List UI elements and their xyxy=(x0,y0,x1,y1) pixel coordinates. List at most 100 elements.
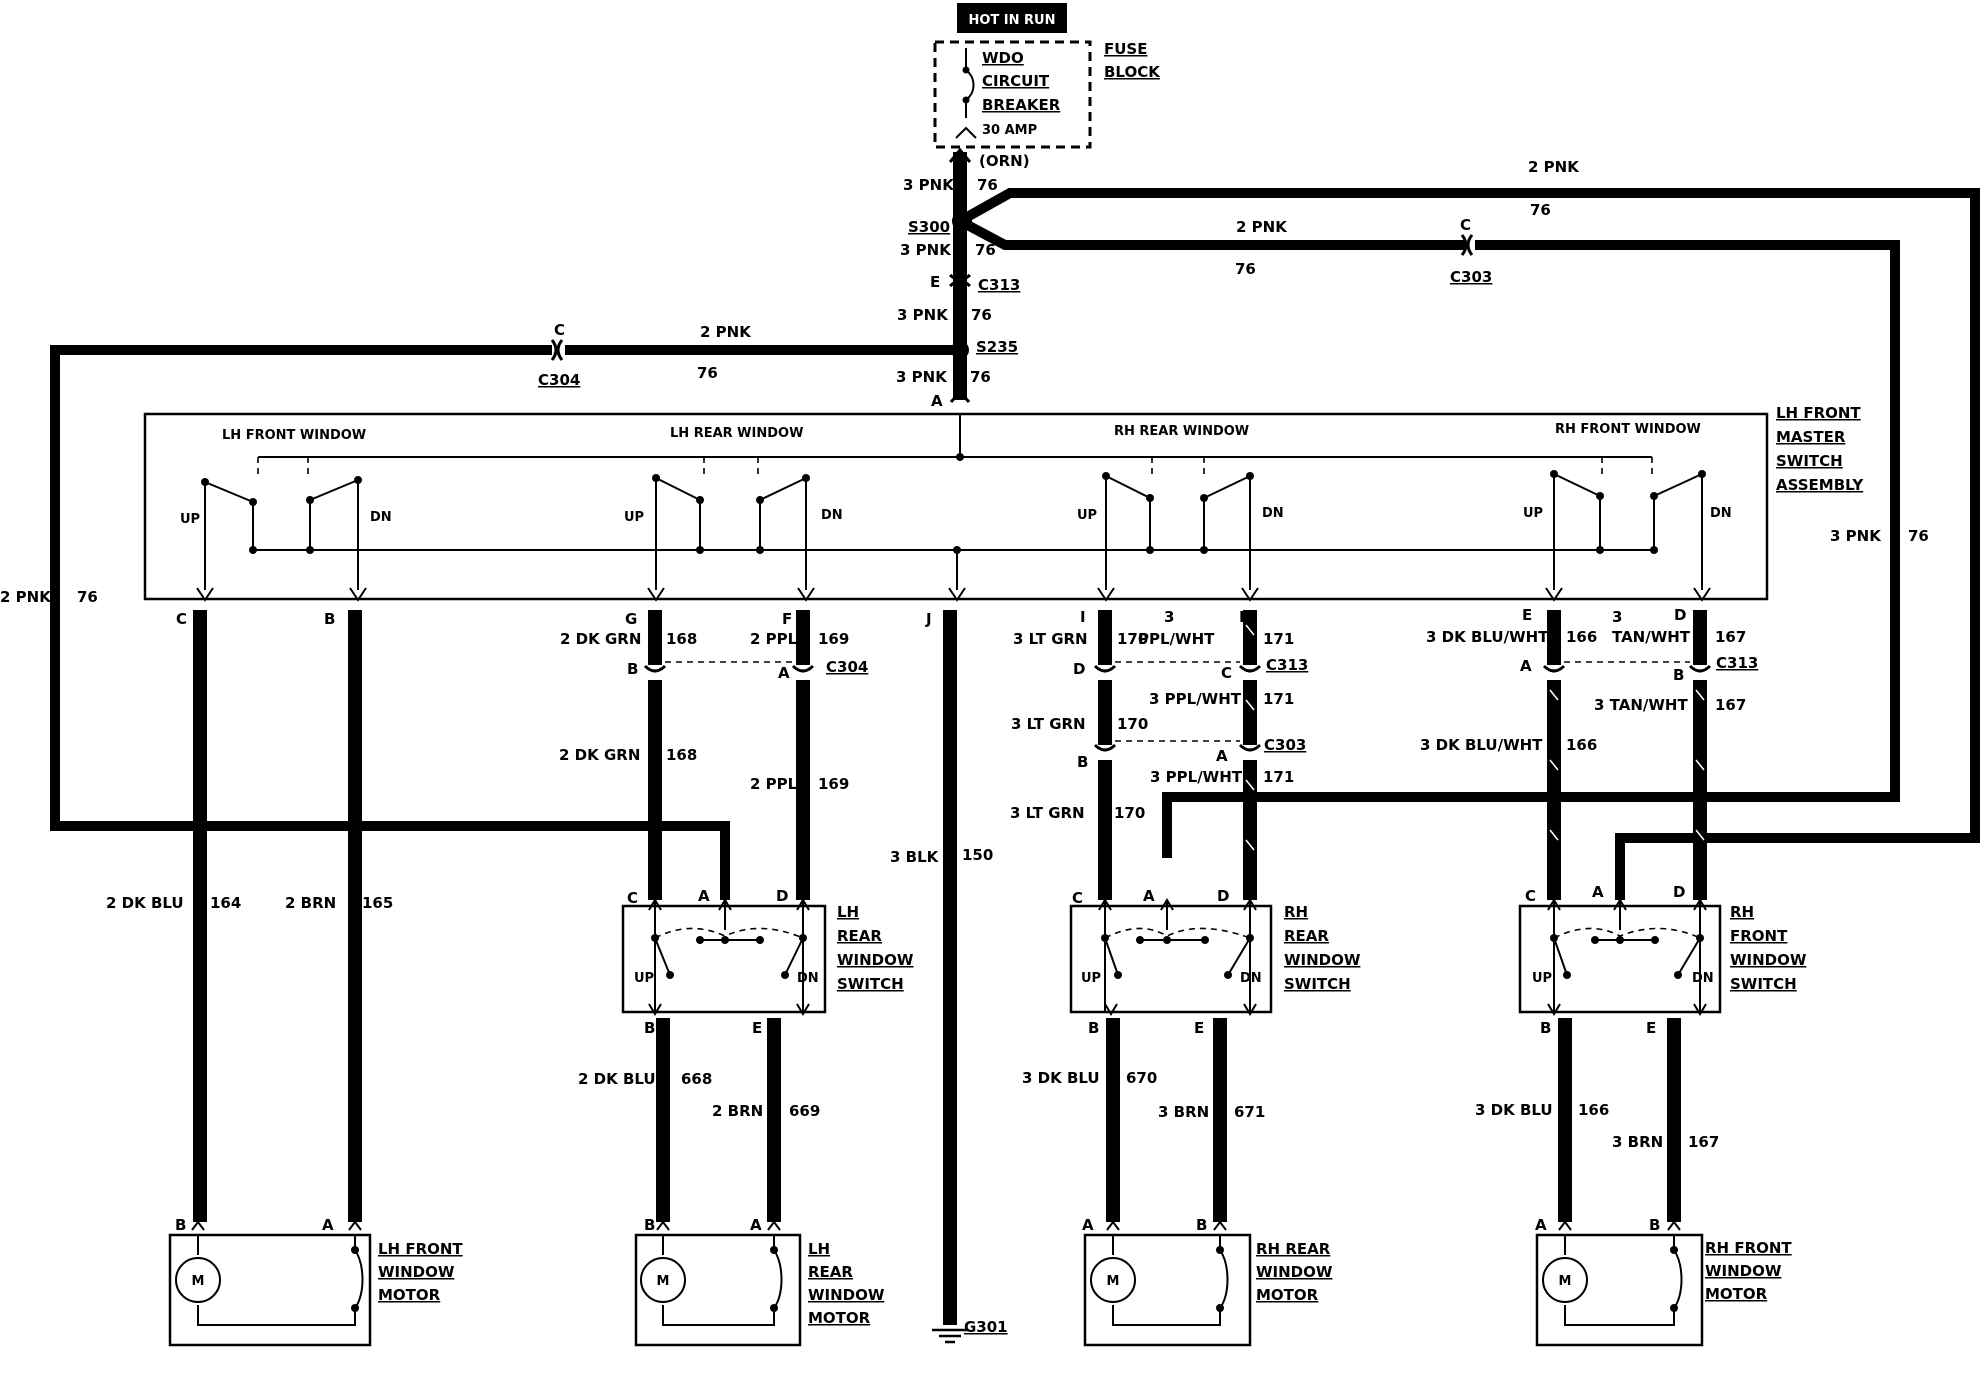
rh-front-window-motor: M A B RH FRONT WINDOW MOTOR xyxy=(1535,1216,1792,1347)
hot-in-run-tag xyxy=(957,3,1067,33)
svg-text:76: 76 xyxy=(1235,260,1256,278)
svg-text:2 PPL: 2 PPL xyxy=(750,630,798,648)
svg-text:2 PNK: 2 PNK xyxy=(0,588,52,606)
svg-text:B: B xyxy=(1673,666,1684,684)
svg-text:76: 76 xyxy=(1530,201,1551,219)
connector-c304-top xyxy=(550,339,564,361)
svg-text:169: 169 xyxy=(818,630,849,648)
svg-text:DN: DN xyxy=(1692,971,1714,986)
svg-text:2 PNK: 2 PNK xyxy=(700,323,752,341)
master-switch-rh-front: UP DN xyxy=(1523,457,1732,590)
svg-text:C: C xyxy=(627,889,638,907)
svg-text:S235: S235 xyxy=(976,338,1018,356)
svg-text:3 DK BLU: 3 DK BLU xyxy=(1475,1101,1553,1119)
lh-rear-window-motor: M B A LH REAR WINDOW MOTOR xyxy=(634,1216,885,1347)
svg-text:DN: DN xyxy=(1240,971,1262,986)
motor-wires: 2 DK BLU 668 2 BRN 669 3 DK BLU 670 3 BR… xyxy=(578,1018,1719,1222)
svg-text:168: 168 xyxy=(666,746,697,764)
breaker-label-2: CIRCUIT xyxy=(982,72,1050,90)
svg-text:A: A xyxy=(1520,657,1532,675)
svg-text:165: 165 xyxy=(362,894,393,912)
svg-text:A: A xyxy=(698,887,710,905)
svg-text:C313: C313 xyxy=(978,276,1020,294)
svg-text:3 LT GRN: 3 LT GRN xyxy=(1010,804,1085,822)
feed-labels: 3 PNK 76 2 PNK 76 S300 3 PNK 76 2 PNK 76… xyxy=(0,158,1929,606)
fuse-block-label-2: BLOCK xyxy=(1104,63,1161,81)
svg-text:ASSEMBLY: ASSEMBLY xyxy=(1776,476,1864,494)
svg-text:2 DK BLU: 2 DK BLU xyxy=(578,1070,656,1088)
svg-text:3 DK BLU: 3 DK BLU xyxy=(1022,1069,1100,1087)
svg-text:E: E xyxy=(930,273,940,291)
svg-text:E: E xyxy=(1646,1019,1656,1037)
svg-text:170: 170 xyxy=(1114,804,1145,822)
svg-text:B: B xyxy=(644,1216,655,1234)
svg-text:3 BRN: 3 BRN xyxy=(1158,1103,1209,1121)
svg-text:RH REAR: RH REAR xyxy=(1256,1240,1331,1258)
svg-text:166: 166 xyxy=(1566,628,1597,646)
svg-text:B: B xyxy=(627,660,638,678)
rh-rear-window-switch: UP DN C A D B E RH REAR WINDOW SWITCH xyxy=(1069,887,1361,1037)
master-pin-labels: C B G F J I H E D xyxy=(176,606,1686,628)
svg-text:B: B xyxy=(1196,1216,1207,1234)
svg-text:B: B xyxy=(1077,753,1088,771)
svg-text:REAR: REAR xyxy=(1284,927,1329,945)
connector-c304-lh-rear xyxy=(643,664,815,673)
svg-text:DN: DN xyxy=(370,510,392,525)
svg-text:170: 170 xyxy=(1117,630,1148,648)
svg-text:3 PPL/WHT: 3 PPL/WHT xyxy=(1149,690,1242,708)
svg-text:3 PNK: 3 PNK xyxy=(896,368,948,386)
svg-text:167: 167 xyxy=(1715,696,1746,714)
svg-text:B: B xyxy=(324,610,335,628)
svg-text:169: 169 xyxy=(818,775,849,793)
svg-text:C: C xyxy=(1221,664,1232,682)
output-wire-labels: 2 DK GRN 168 2 PPL 169 3 LT GRN 170 3 PP… xyxy=(106,608,1758,1336)
svg-text:D: D xyxy=(1673,883,1685,901)
svg-text:MOTOR: MOTOR xyxy=(1705,1285,1768,1303)
master-switch-lh-rear: UP DN xyxy=(624,457,843,590)
svg-text:DN: DN xyxy=(821,508,843,523)
svg-text:WINDOW: WINDOW xyxy=(837,951,914,969)
svg-text:3 PPL/WHT: 3 PPL/WHT xyxy=(1150,768,1243,786)
svg-text:MOTOR: MOTOR xyxy=(378,1286,441,1304)
svg-text:3 PNK: 3 PNK xyxy=(903,176,955,194)
svg-text:RH: RH xyxy=(1730,903,1754,921)
breaker-label-1: WDO xyxy=(982,49,1024,67)
svg-text:C303: C303 xyxy=(1450,268,1492,286)
breaker-label-3: BREAKER xyxy=(982,96,1061,114)
svg-text:3 TAN/WHT: 3 TAN/WHT xyxy=(1594,696,1688,714)
svg-text:UP: UP xyxy=(1081,971,1101,986)
svg-text:UP: UP xyxy=(180,512,200,527)
svg-text:M: M xyxy=(192,1274,205,1289)
svg-text:2 DK GRN: 2 DK GRN xyxy=(560,630,641,648)
svg-text:SWITCH: SWITCH xyxy=(1776,452,1843,470)
svg-text:164: 164 xyxy=(210,894,241,912)
svg-text:A: A xyxy=(1143,887,1155,905)
svg-text:76: 76 xyxy=(971,306,992,324)
svg-text:D: D xyxy=(1674,606,1686,624)
svg-text:2 PPL: 2 PPL xyxy=(750,775,798,793)
svg-text:76: 76 xyxy=(975,241,996,259)
orn-label: (ORN) xyxy=(979,152,1030,170)
svg-text:669: 669 xyxy=(789,1102,820,1120)
svg-text:A: A xyxy=(1592,883,1604,901)
svg-text:D: D xyxy=(1073,660,1085,678)
svg-text:SWITCH: SWITCH xyxy=(1284,975,1351,993)
svg-text:F: F xyxy=(782,610,792,628)
circuit-breaker-symbol xyxy=(965,48,975,118)
svg-text:C313: C313 xyxy=(1266,656,1308,674)
fuse-block-box xyxy=(933,40,1092,149)
svg-text:UP: UP xyxy=(1523,506,1543,521)
svg-text:166: 166 xyxy=(1578,1101,1609,1119)
svg-text:3 DK BLU/WHT: 3 DK BLU/WHT xyxy=(1420,736,1543,754)
rh-rear-window-motor: M A B RH REAR WINDOW MOTOR xyxy=(1082,1216,1333,1347)
svg-text:WINDOW: WINDOW xyxy=(378,1263,455,1281)
svg-text:2 DK GRN: 2 DK GRN xyxy=(559,746,640,764)
svg-text:171: 171 xyxy=(1263,690,1294,708)
svg-text:C: C xyxy=(554,321,565,339)
svg-text:S300: S300 xyxy=(908,218,950,236)
svg-text:167: 167 xyxy=(1715,628,1746,646)
svg-text:166: 166 xyxy=(1566,736,1597,754)
svg-text:76: 76 xyxy=(697,364,718,382)
svg-text:3 PNK: 3 PNK xyxy=(1830,527,1882,545)
